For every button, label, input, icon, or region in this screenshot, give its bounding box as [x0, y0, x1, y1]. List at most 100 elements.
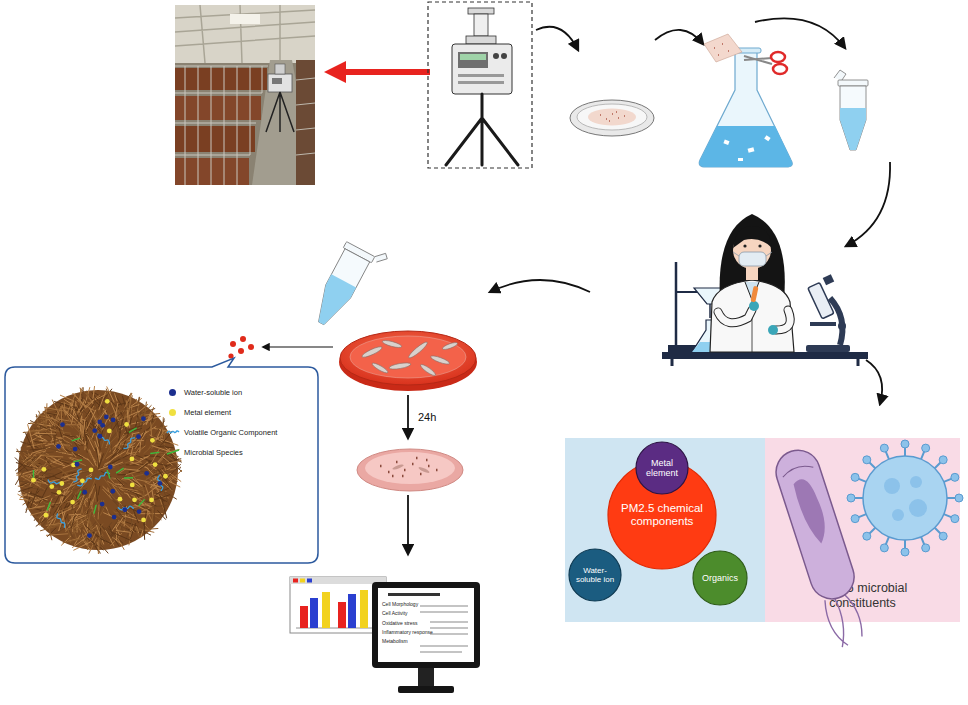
particle-sphere-part [112, 456, 127, 463]
flow-arrow-part [536, 27, 578, 50]
particle-sphere-part [15, 457, 33, 471]
chart-window-part [322, 592, 330, 628]
particle-sphere-part [123, 438, 135, 449]
air-sampler-part [452, 44, 512, 94]
particle-sphere-part [77, 478, 92, 486]
particle-sphere-part [136, 455, 151, 461]
node-shape [569, 549, 621, 601]
particle-sphere-part [98, 540, 99, 554]
particle-sphere-part [141, 517, 146, 522]
particle-sphere-part [77, 408, 85, 424]
virus-part [884, 478, 900, 494]
particle-sphere-part [34, 434, 46, 440]
callout-box [5, 358, 318, 563]
poultry-house-photo-part [272, 78, 282, 84]
particle-sphere-part [155, 496, 167, 502]
legend-text: Microbial Species [184, 448, 243, 457]
node-shape [608, 461, 716, 569]
particle-sphere-part [116, 478, 124, 486]
particle-sphere-part [83, 505, 92, 514]
particle-sphere-part [92, 531, 96, 541]
particle-sphere-part [137, 479, 150, 482]
chart-window [290, 577, 386, 633]
virus-part [904, 446, 906, 456]
particle-sphere-part [149, 498, 154, 503]
flask-part [744, 56, 772, 64]
poultry-house-photo-part [268, 74, 292, 92]
petri-dish-part [570, 100, 654, 136]
flow-arrow-part [263, 346, 333, 347]
legend-row: Microbial Species [166, 442, 314, 462]
particle-sphere-part [66, 424, 80, 425]
particle-sphere-part [140, 408, 156, 414]
particle-sphere-part [68, 513, 76, 524]
virus-part [935, 461, 942, 468]
particle-sphere-part [167, 460, 181, 463]
flow-arrow-part [846, 162, 890, 246]
particle-sphere-part [52, 400, 59, 416]
flask-part [773, 64, 787, 74]
particle-sphere-part [158, 446, 174, 447]
chart-window-part [348, 594, 356, 628]
cell-culture-dish-part [340, 331, 476, 385]
poultry-house-photo-part [230, 14, 260, 24]
particle-sphere-part [66, 402, 80, 415]
scientist-part [739, 252, 766, 266]
cell-culture-dish [357, 449, 463, 491]
virus-part [951, 515, 959, 523]
air-sampler-part [466, 36, 496, 44]
particle-sphere-part [117, 486, 121, 492]
cell-culture-dish-part-part [430, 354, 450, 365]
particle-sphere-part [144, 456, 159, 457]
particle-sphere-part [31, 478, 36, 483]
particle-sphere-part [169, 481, 180, 487]
legend: Water-soluble ionMetal elementVolatile O… [166, 382, 314, 462]
particle-sphere-part [31, 487, 39, 507]
particle-sphere-part [73, 460, 82, 462]
chart-window-part [310, 598, 318, 628]
particle-sphere-part [124, 477, 133, 479]
particle-sphere-part [95, 524, 103, 535]
particle-sphere-part [98, 464, 113, 469]
cell-culture-dish-part-part [407, 340, 429, 359]
air-sampler [428, 2, 532, 168]
cell-culture-dish [339, 331, 477, 391]
virus-part [880, 444, 888, 452]
cell-culture-dish-part [380, 458, 438, 476]
particle-sphere-part [169, 470, 182, 482]
particle-sphere-part [62, 434, 80, 444]
air-sampler-part [458, 52, 488, 68]
particle-sphere-part [86, 410, 96, 430]
particle-sphere-part [142, 485, 145, 500]
cell-culture-dish-part-part [371, 362, 389, 375]
particle-sphere-part [118, 417, 134, 418]
chart-window-part [360, 590, 368, 628]
particle-sphere-part [158, 481, 163, 486]
particle-sphere-part [98, 434, 109, 445]
particle-sphere-part [75, 462, 80, 467]
particle-sphere-part [109, 447, 119, 449]
virus-part [868, 461, 875, 468]
particle-sphere-part [43, 459, 50, 461]
particle-sphere-part [137, 461, 148, 470]
virus-part [947, 497, 957, 499]
petri-dish-part [600, 112, 625, 121]
cell-culture-dish-part [361, 339, 458, 377]
scientist-part [768, 325, 778, 335]
particle-sphere-part [132, 497, 137, 502]
particle-sphere-part [114, 393, 117, 401]
particle-sphere-part [164, 431, 165, 448]
air-sampler-part [446, 94, 518, 165]
particle-sphere-part [44, 513, 49, 518]
particle-sphere-part [87, 533, 92, 538]
petri-dish [570, 100, 654, 136]
flask-part [764, 135, 770, 141]
poultry-house-photo-part [275, 64, 285, 74]
flow-arrow-part [866, 360, 882, 404]
air-sampler-part [501, 53, 507, 59]
legend-row: Metal element [166, 402, 314, 422]
particle-sphere-part [132, 432, 140, 434]
particle-sphere-part [67, 516, 72, 527]
particle-sphere-part [56, 444, 61, 449]
